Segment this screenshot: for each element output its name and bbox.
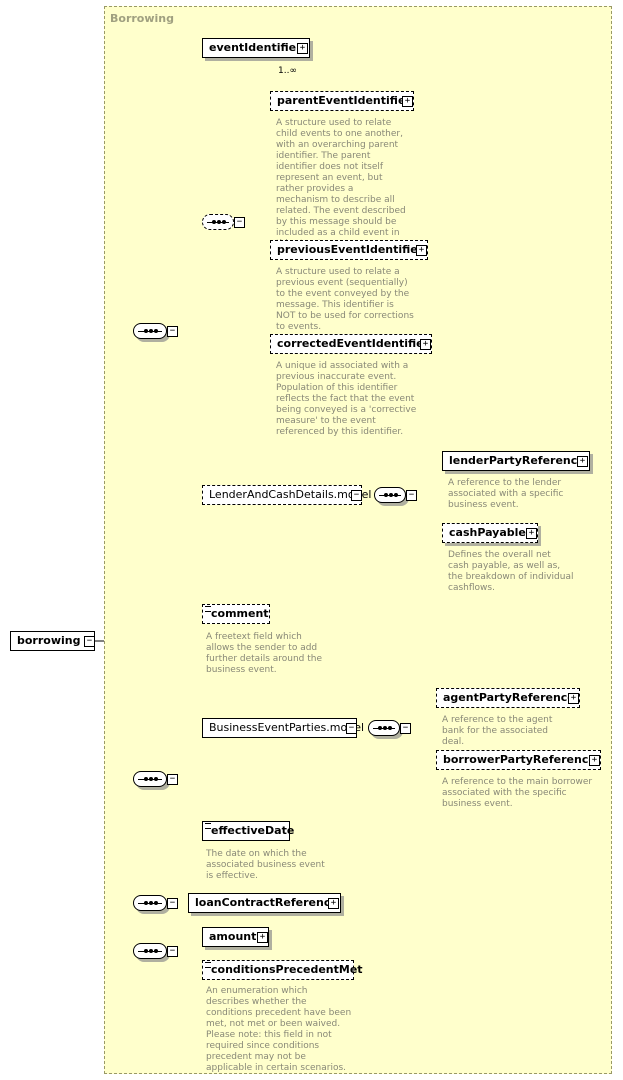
doc-parentEventIdentifier: A structure used to relate child events … <box>276 118 406 249</box>
expand-icon[interactable]: + <box>257 932 268 943</box>
element-label: eventIdentifier <box>209 41 302 54</box>
root-label: borrowing <box>17 634 81 647</box>
text-type-icon <box>205 823 211 829</box>
element-label: correctedEventIdentifier <box>277 337 430 350</box>
collapse-icon[interactable]: − <box>234 217 245 228</box>
collapse-icon[interactable]: − <box>400 723 411 734</box>
sequence-compositor-3 <box>133 895 167 911</box>
element-label: loanContractReference <box>195 896 338 909</box>
sequence-compositor-4 <box>133 943 167 959</box>
doc-comment: A freetext field which allows the sender… <box>206 632 323 675</box>
element-agentPartyReference[interactable]: agentPartyReference + <box>436 688 580 708</box>
sequence-compositor-lender <box>374 487 406 503</box>
element-amount[interactable]: amount + <box>202 927 269 947</box>
panel-title: Borrowing <box>110 12 174 25</box>
group-BusinessEventParties[interactable]: BusinessEventParties.model − <box>202 718 364 738</box>
optional-sequence-compositor <box>202 214 234 230</box>
element-lenderPartyReference[interactable]: lenderPartyReference + <box>442 451 590 471</box>
element-label: previousEventIdentifier <box>277 243 424 256</box>
text-type-icon <box>205 962 211 968</box>
sequence-compositor-1 <box>133 323 167 339</box>
element-label: conditionsPrecedentMet <box>211 963 363 976</box>
collapse-icon[interactable]: − <box>167 326 178 337</box>
element-conditionsPrecedentMet[interactable]: conditionsPrecedentMet <box>202 960 363 980</box>
root-element-borrowing[interactable]: borrowing − <box>10 631 95 651</box>
doc-previousEventIdentifier: A structure used to relate a previous ev… <box>276 267 414 332</box>
element-label: lenderPartyReference <box>449 454 585 467</box>
expand-icon[interactable]: + <box>402 96 413 107</box>
expand-icon[interactable]: + <box>328 898 339 909</box>
collapse-icon[interactable]: − <box>406 490 417 501</box>
doc-effectiveDate: The date on which the associated busines… <box>206 849 325 881</box>
expand-icon[interactable]: + <box>297 43 308 54</box>
element-correctedEventIdentifier[interactable]: correctedEventIdentifier + <box>270 334 432 354</box>
collapse-icon[interactable]: − <box>167 946 178 957</box>
collapse-icon[interactable]: − <box>346 723 357 734</box>
group-label: BusinessEventParties.model <box>209 721 365 734</box>
expand-icon[interactable]: + <box>577 456 588 467</box>
expand-icon[interactable]: + <box>420 339 431 350</box>
element-borrowerPartyReference[interactable]: borrowerPartyReference + <box>436 750 601 770</box>
collapse-icon[interactable]: − <box>167 774 178 785</box>
element-label: cashPayable <box>449 526 526 539</box>
expand-icon[interactable]: + <box>416 245 427 256</box>
collapse-icon[interactable]: − <box>167 898 178 909</box>
group-LenderAndCashDetails[interactable]: LenderAndCashDetails.model − <box>202 485 371 505</box>
element-label: borrowerPartyReference <box>443 753 596 766</box>
element-previousEventIdentifier[interactable]: previousEventIdentifier + <box>270 240 428 260</box>
expand-icon[interactable]: + <box>568 693 579 704</box>
element-label: amount <box>209 930 257 943</box>
element-label: parentEventIdentifier <box>277 94 411 107</box>
text-type-icon <box>205 606 211 612</box>
element-label: agentPartyReference <box>443 691 575 704</box>
doc-lenderPartyReference: A reference to the lender associated wit… <box>448 478 564 510</box>
element-eventIdentifier[interactable]: eventIdentifier + <box>202 38 310 58</box>
element-effectiveDate[interactable]: effectiveDate <box>202 821 294 841</box>
doc-conditionsPrecedentMet: An enumeration which describes whether t… <box>206 986 352 1073</box>
doc-correctedEventIdentifier: A unique id associated with a previous i… <box>276 361 417 437</box>
group-label: LenderAndCashDetails.model <box>209 488 372 501</box>
element-cashPayable[interactable]: cashPayable + <box>442 523 538 543</box>
sequence-compositor-2 <box>133 771 167 787</box>
doc-cashPayable: Defines the overall net cash payable, as… <box>448 550 574 593</box>
element-label: comment <box>211 607 269 620</box>
element-loanContractReference[interactable]: loanContractReference + <box>188 893 341 913</box>
expand-icon[interactable]: + <box>589 755 600 766</box>
collapse-icon[interactable]: − <box>84 636 95 647</box>
doc-borrowerPartyReference: A reference to the main borrower associa… <box>442 777 593 809</box>
element-comment[interactable]: comment <box>202 604 270 624</box>
cardinality-label: 1..∞ <box>278 66 297 76</box>
doc-agentPartyReference: A reference to the agent bank for the as… <box>442 715 553 747</box>
expand-icon[interactable]: + <box>526 528 537 539</box>
collapse-icon[interactable]: − <box>351 490 362 501</box>
sequence-compositor-parties <box>368 720 400 736</box>
element-label: effectiveDate <box>211 824 295 837</box>
element-parentEventIdentifier[interactable]: parentEventIdentifier + <box>270 91 414 111</box>
